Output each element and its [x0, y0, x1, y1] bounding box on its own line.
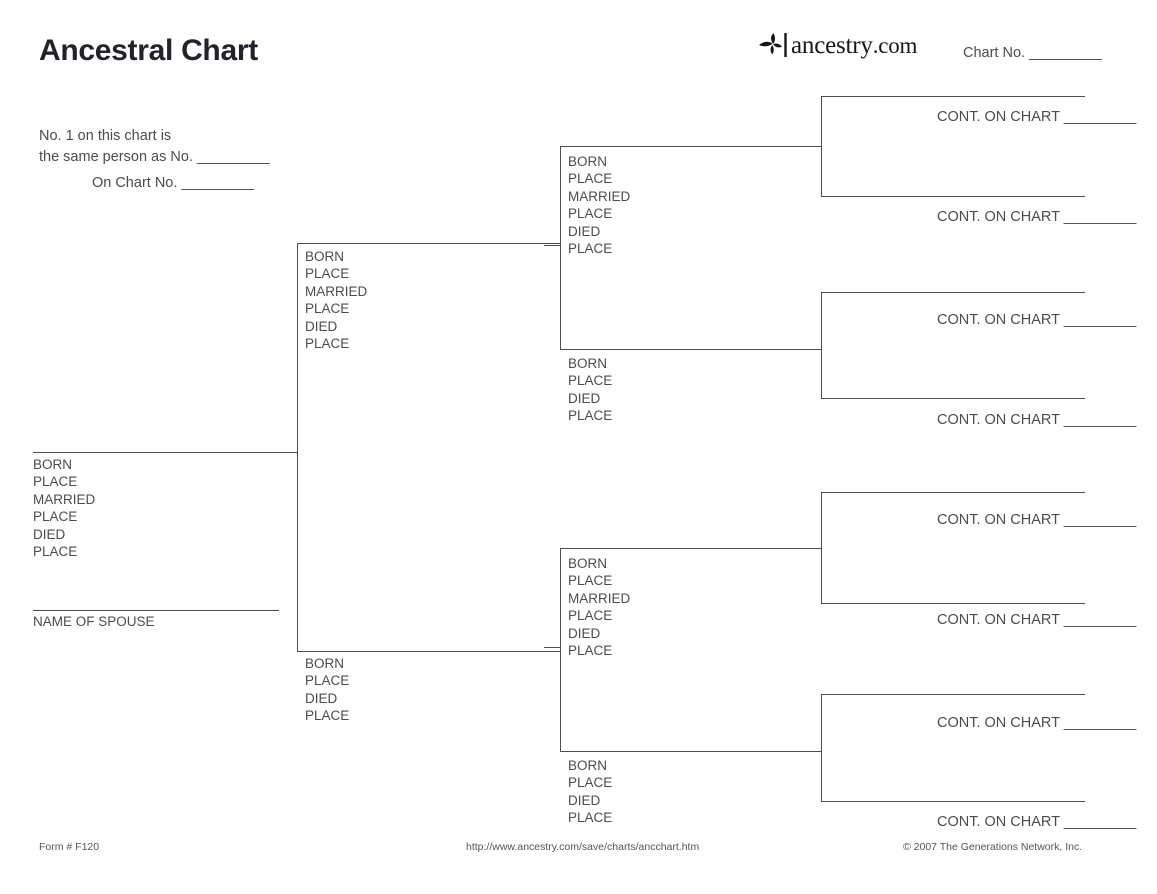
- bracket-gen4-d: [821, 694, 822, 801]
- person-5-facts: BORN PLACE DIED PLACE: [568, 355, 612, 425]
- person-2-facts: BORN PLACE MARRIED PLACE DIED PLACE: [305, 248, 367, 352]
- person-6-facts: BORN PLACE MARRIED PLACE DIED PLACE: [568, 555, 630, 659]
- fact-place-2[interactable]: PLACE: [568, 810, 613, 826]
- fact-place-3[interactable]: PLACE: [568, 643, 613, 659]
- fact-place-3[interactable]: PLACE: [305, 336, 350, 352]
- bracket-gen2: [297, 243, 298, 651]
- cont-14-field[interactable]: CONT. ON CHART _________: [937, 715, 1137, 731]
- bracket-gen3-lower: [560, 548, 561, 752]
- person-4-facts: BORN PLACE MARRIED PLACE DIED PLACE: [568, 153, 630, 257]
- cont-15-field[interactable]: CONT. ON CHART _________: [937, 814, 1137, 830]
- fact-died[interactable]: DIED: [568, 792, 601, 808]
- connector-person7-gen4: [805, 751, 822, 752]
- fact-born[interactable]: BORN: [568, 356, 608, 371]
- cont-11-field[interactable]: CONT. ON CHART _________: [937, 412, 1137, 428]
- fact-place-2[interactable]: PLACE: [33, 509, 78, 525]
- fact-died[interactable]: DIED: [568, 390, 601, 406]
- brand-tld: .com: [872, 32, 918, 58]
- bracket-gen3-upper: [560, 146, 561, 350]
- cont-12-rule: [821, 492, 1085, 493]
- fact-place[interactable]: PLACE: [568, 775, 613, 791]
- cont-10-rule: [821, 292, 1085, 293]
- ancestry-brand: ancestry.com: [757, 31, 917, 59]
- cont-8-field[interactable]: CONT. ON CHART _________: [937, 109, 1137, 125]
- page-title: Ancestral Chart: [39, 34, 258, 67]
- fact-place[interactable]: PLACE: [305, 673, 350, 689]
- cont-15-rule: [821, 801, 1085, 802]
- fact-born[interactable]: BORN: [568, 154, 608, 169]
- person-2-name-rule: [297, 243, 561, 244]
- same-person-number-field[interactable]: the same person as No. _________: [39, 149, 270, 165]
- cont-11-rule: [821, 398, 1085, 399]
- fact-place[interactable]: PLACE: [568, 171, 613, 187]
- fact-born[interactable]: BORN: [568, 556, 608, 571]
- fact-place-2[interactable]: PLACE: [568, 408, 613, 424]
- spouse-name-rule: [33, 610, 279, 611]
- bracket-gen4-b: [821, 292, 822, 398]
- person-7-name-rule: [560, 751, 822, 752]
- fact-born[interactable]: BORN: [33, 457, 73, 472]
- person-5-name-rule: [560, 349, 822, 350]
- connector-person6-gen4: [805, 548, 822, 549]
- cont-9-field[interactable]: CONT. ON CHART _________: [937, 209, 1137, 225]
- person-6-name-rule: [560, 548, 822, 549]
- person-1-facts: BORN PLACE MARRIED PLACE DIED PLACE: [33, 456, 95, 560]
- fact-married[interactable]: MARRIED: [305, 283, 368, 299]
- fact-place-2[interactable]: PLACE: [305, 708, 350, 724]
- fact-born[interactable]: BORN: [568, 758, 608, 773]
- fact-married[interactable]: MARRIED: [33, 491, 96, 507]
- fact-died[interactable]: DIED: [305, 318, 338, 334]
- chart-number-field[interactable]: Chart No. _________: [963, 45, 1102, 61]
- fact-born[interactable]: BORN: [305, 249, 345, 264]
- fact-place-3[interactable]: PLACE: [568, 241, 613, 257]
- person-7-facts: BORN PLACE DIED PLACE: [568, 757, 612, 827]
- name-of-spouse-label: NAME OF SPOUSE: [33, 614, 155, 629]
- note-line-1: No. 1 on this chart is: [39, 128, 172, 144]
- fact-place-2[interactable]: PLACE: [568, 608, 613, 624]
- fact-place[interactable]: PLACE: [568, 373, 613, 389]
- fact-place-3[interactable]: PLACE: [33, 544, 78, 560]
- same-person-note: No. 1 on this chart is the same person a…: [39, 126, 270, 168]
- on-chart-number-field[interactable]: On Chart No. _________: [91, 175, 254, 191]
- fact-died[interactable]: DIED: [568, 223, 601, 239]
- cont-14-rule: [821, 694, 1085, 695]
- person-3-facts: BORN PLACE DIED PLACE: [305, 655, 349, 725]
- connector-person4-gen4: [805, 146, 822, 147]
- cont-13-field[interactable]: CONT. ON CHART _________: [937, 612, 1137, 628]
- person-4-name-rule: [560, 146, 822, 147]
- fact-married[interactable]: MARRIED: [568, 188, 631, 204]
- bracket-gen4-a: [821, 96, 822, 197]
- bracket-gen4-c: [821, 492, 822, 603]
- fact-married[interactable]: MARRIED: [568, 590, 631, 606]
- cont-8-rule: [821, 96, 1085, 97]
- connector-gen1-gen2: [279, 452, 298, 453]
- ancestry-leaf-icon: [757, 32, 791, 58]
- person-3-name-rule: [297, 651, 561, 652]
- connector-person5-gen4: [805, 349, 822, 350]
- footer-copyright: © 2007 The Generations Network, Inc.: [903, 841, 1083, 853]
- person-1-name-rule: [33, 452, 297, 453]
- fact-born[interactable]: BORN: [305, 656, 345, 671]
- connector-person2-gen3: [544, 245, 561, 246]
- fact-died[interactable]: DIED: [33, 526, 66, 542]
- fact-place[interactable]: PLACE: [33, 474, 78, 490]
- brand-name: ancestry: [791, 31, 873, 59]
- footer-url[interactable]: http://www.ancestry.com/save/charts/ancc…: [466, 841, 700, 853]
- cont-13-rule: [821, 603, 1085, 604]
- brand-wordmark: ancestry.com: [791, 33, 917, 58]
- connector-person3-gen3: [544, 647, 561, 648]
- fact-died[interactable]: DIED: [305, 690, 338, 706]
- footer-form-number: Form # F120: [39, 841, 100, 853]
- cont-10-field[interactable]: CONT. ON CHART _________: [937, 312, 1137, 328]
- fact-place[interactable]: PLACE: [568, 573, 613, 589]
- fact-place[interactable]: PLACE: [305, 266, 350, 282]
- cont-9-rule: [821, 196, 1085, 197]
- cont-12-field[interactable]: CONT. ON CHART _________: [937, 512, 1137, 528]
- fact-died[interactable]: DIED: [568, 625, 601, 641]
- fact-place-2[interactable]: PLACE: [568, 206, 613, 222]
- fact-place-2[interactable]: PLACE: [305, 301, 350, 317]
